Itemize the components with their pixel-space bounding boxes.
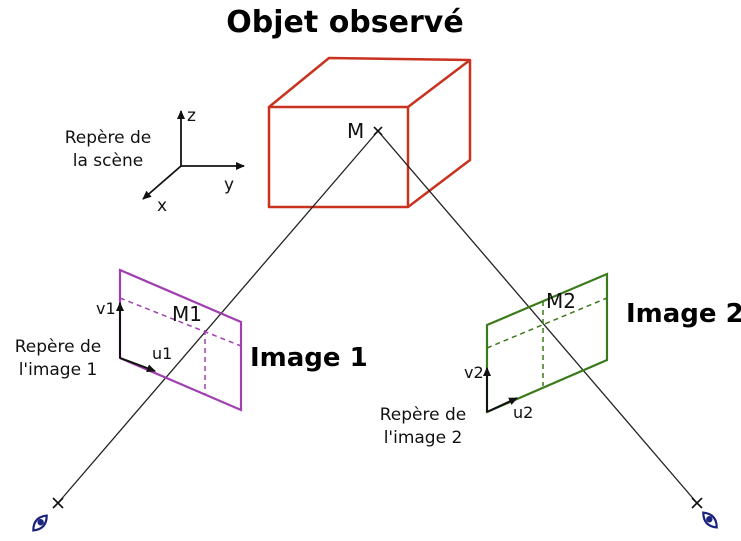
image1-frame-label-line2: l'image 1 <box>19 360 98 380</box>
image1-horizontal-dash <box>119 297 242 347</box>
image2-u-axis <box>486 397 518 413</box>
image1-frame-axes <box>116 302 156 372</box>
scene-z-label: z <box>187 106 196 126</box>
image1-point-label: M1 <box>172 302 202 326</box>
image2-v-label: v2 <box>464 363 484 382</box>
image1-v-label: v1 <box>96 299 116 318</box>
scene-frame-label-line1: Repère de <box>65 128 152 148</box>
image2-title: Image 2 <box>626 299 741 329</box>
image2-frame-label-line1: Repère de <box>380 405 467 425</box>
page-title: Objet observé <box>226 5 463 40</box>
image2-horizontal-dash <box>486 297 608 349</box>
image1-frame-label-line1: Repère de <box>15 337 102 357</box>
image2-frame-label-line2: l'image 2 <box>384 428 463 448</box>
projection-ray-2 <box>377 130 698 504</box>
scene-frame-label-line2: la scène <box>73 151 143 171</box>
camera1-center-marker <box>52 497 64 509</box>
image1-u-axis <box>119 357 156 372</box>
box-top-face <box>268 56 472 108</box>
image1-frame <box>118 268 243 412</box>
eye-icon <box>702 511 718 529</box>
point-m-marker <box>373 126 383 136</box>
image1-plane <box>118 268 243 412</box>
image1-u-label: u1 <box>152 344 172 363</box>
eye-icon <box>32 514 48 532</box>
box-side-face <box>407 60 472 208</box>
scene-x-axis <box>142 165 182 200</box>
projection-ray-1 <box>57 130 379 504</box>
scene-y-label: y <box>224 175 234 195</box>
scene-x-label: x <box>157 196 167 216</box>
box-front-face <box>267 105 410 209</box>
image2-point-label: M2 <box>546 289 576 313</box>
point-m-label: M <box>347 119 364 143</box>
image2-frame-axes <box>483 367 518 413</box>
scene-frame-axes <box>142 110 245 200</box>
image2-u-label: u2 <box>513 403 533 422</box>
camera2-center-marker <box>691 497 703 509</box>
image1-title: Image 1 <box>250 343 368 373</box>
observed-object-box <box>267 56 472 209</box>
